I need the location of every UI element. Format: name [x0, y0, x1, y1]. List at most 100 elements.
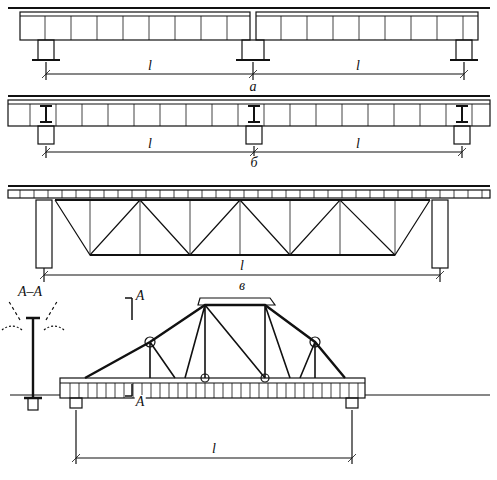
stiffener [174, 190, 175, 198]
stiffener [169, 383, 170, 398]
stiffener [45, 16, 46, 40]
stiffener [277, 383, 278, 398]
stiffener [230, 190, 231, 198]
dimension-label: l [355, 137, 361, 151]
stiffener [358, 383, 359, 398]
stiffener [446, 104, 447, 126]
dimension-label: а [249, 80, 258, 94]
stiffener [133, 383, 134, 398]
stiffener [250, 383, 251, 398]
stiffener [160, 104, 161, 126]
dimension-label: l [147, 137, 153, 151]
stiffener [124, 383, 125, 398]
stiffener [40, 271, 48, 279]
stiffener [205, 383, 206, 398]
dimension-label: l [239, 259, 245, 273]
stiffener [370, 190, 371, 198]
stiffener [307, 16, 308, 40]
stiffener [90, 190, 91, 198]
stiffener [322, 383, 323, 398]
stiffener [249, 70, 257, 78]
stiffener [108, 104, 109, 126]
stiffener [268, 383, 269, 398]
stiffener [436, 271, 444, 279]
section-a-a [2, 300, 64, 410]
stiffener [160, 383, 161, 398]
stiffener [123, 16, 124, 40]
stiffener [458, 148, 466, 156]
stiffener [368, 104, 369, 126]
stiffener [56, 104, 57, 126]
stiffener [348, 454, 356, 462]
stiffener [412, 190, 413, 198]
stiffener [426, 190, 427, 198]
stiffener [394, 104, 395, 126]
stiffener [356, 190, 357, 198]
stiffener [178, 383, 179, 398]
dimension-label: l [211, 442, 217, 456]
stiffener [187, 383, 188, 398]
stiffeners [20, 16, 482, 462]
stiffener [281, 16, 282, 40]
stiffener [97, 383, 98, 398]
stiffener [272, 190, 273, 198]
stiffener [212, 104, 213, 126]
stiffener [258, 190, 259, 198]
stiffener [331, 383, 332, 398]
stiffener [70, 383, 71, 398]
dimension-label: б [249, 156, 258, 170]
stiffener [342, 104, 343, 126]
stiffener [259, 383, 260, 398]
stiffener [342, 190, 343, 198]
stiffener [20, 190, 21, 198]
stiffener [290, 104, 291, 126]
stiffener [82, 104, 83, 126]
stiffener [196, 383, 197, 398]
stiffener [175, 16, 176, 40]
stiffener [76, 190, 77, 198]
stiffener [398, 190, 399, 198]
stiffener [463, 16, 464, 40]
dimension-label: l [355, 59, 361, 73]
stiffener [104, 190, 105, 198]
stiffener [188, 190, 189, 198]
stiffener [227, 16, 228, 40]
stiffener [149, 16, 150, 40]
arch-truss [10, 298, 490, 464]
stiffener [340, 383, 341, 398]
stiffener [359, 16, 360, 40]
stiffener [286, 383, 287, 398]
girder-spans [8, 8, 490, 80]
stiffener [62, 190, 63, 198]
stiffener [304, 383, 305, 398]
stiffener [216, 190, 217, 198]
stiffener [295, 383, 296, 398]
stiffener [30, 104, 31, 126]
dimension-label: A [135, 395, 146, 409]
stiffener [48, 190, 49, 198]
stiffener [106, 383, 107, 398]
stiffener [384, 190, 385, 198]
stiffener [385, 16, 386, 40]
stiffener [42, 70, 50, 78]
stiffener [71, 16, 72, 40]
stiffener [238, 104, 239, 126]
stiffener [151, 383, 152, 398]
continuous-deck [8, 96, 490, 158]
stiffener [214, 383, 215, 398]
stiffener [134, 104, 135, 126]
stiffener [232, 383, 233, 398]
stiffener [97, 16, 98, 40]
stiffener [460, 70, 468, 78]
stiffener [313, 383, 314, 398]
stiffener [223, 383, 224, 398]
stiffener [241, 383, 242, 398]
stiffener [160, 190, 161, 198]
stiffener [42, 148, 50, 156]
dimension-label: A [135, 289, 146, 303]
stiffener [88, 383, 89, 398]
stiffener [79, 383, 80, 398]
stiffener [328, 190, 329, 198]
stiffener [314, 190, 315, 198]
